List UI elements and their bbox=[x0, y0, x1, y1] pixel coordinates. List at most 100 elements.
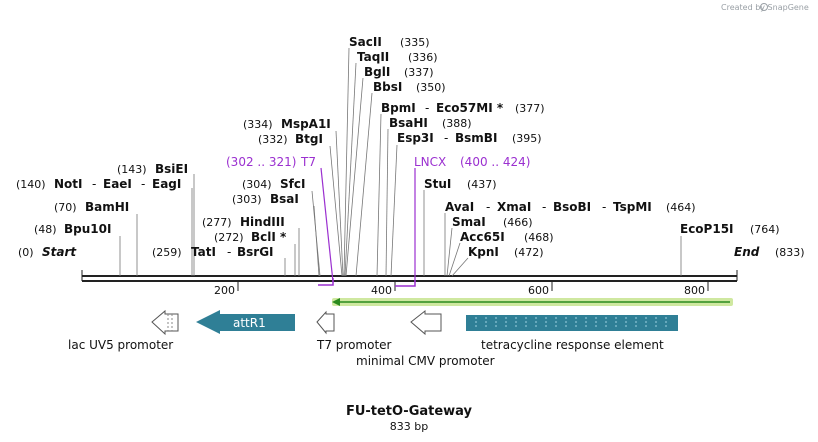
rect-mark bbox=[466, 315, 678, 331]
text-mark: (388) bbox=[442, 117, 472, 130]
text-mark: (277) bbox=[202, 216, 232, 229]
site-bcli: (272) BclI * bbox=[214, 230, 287, 244]
text-mark: TspMI bbox=[613, 200, 652, 214]
feature-minimal-cmv-promoter[interactable]: minimal CMV promoter bbox=[356, 309, 495, 368]
text-mark: EagI bbox=[152, 177, 181, 191]
text-mark: (437) bbox=[467, 178, 497, 191]
line-mark bbox=[335, 130, 344, 277]
site-end: End (833) bbox=[734, 245, 805, 259]
site-ecop15i: EcoP15I (764) bbox=[680, 222, 780, 236]
text-mark: BsaI bbox=[270, 192, 299, 206]
text-mark: lac UV5 promoter bbox=[68, 338, 173, 352]
text-mark: BtgI bbox=[295, 132, 323, 146]
polygon-mark bbox=[410, 309, 442, 336]
site-mspa1i: (334) MspA1I bbox=[243, 117, 331, 131]
text-mark: End bbox=[734, 245, 760, 259]
text-mark: - bbox=[602, 200, 606, 214]
line-mark bbox=[343, 47, 350, 277]
line-mark bbox=[345, 77, 364, 277]
snapgene-logo-icon bbox=[760, 3, 768, 11]
text-mark: BbsI bbox=[373, 80, 402, 94]
text-mark: EaeI bbox=[103, 177, 132, 191]
tick-label-200: 200 bbox=[214, 284, 235, 297]
text-mark: Bpu10I bbox=[64, 222, 111, 236]
text-mark: (140) bbox=[16, 178, 46, 191]
site-bgli: BglI (337) bbox=[364, 65, 434, 79]
text-mark: - bbox=[542, 200, 546, 214]
site-noti: (140) NotI - EaeI - EagI bbox=[16, 177, 181, 191]
line-mark bbox=[390, 144, 398, 277]
text-mark: (336) bbox=[408, 51, 438, 64]
text-mark: (332) bbox=[258, 133, 288, 146]
text-mark: (337) bbox=[404, 66, 434, 79]
line-mark bbox=[320, 167, 334, 283]
plasmid-title: FU-tetO-Gateway bbox=[346, 404, 473, 419]
site-bpu10i: (48) Bpu10I bbox=[34, 222, 111, 236]
text-mark: (377) bbox=[515, 102, 545, 115]
text-mark: (48) bbox=[34, 223, 57, 236]
text-mark: (304) bbox=[242, 178, 272, 191]
text-mark: TatI bbox=[191, 245, 216, 259]
text-mark: EcoP15I bbox=[680, 222, 734, 236]
primer-t7[interactable]: (302 .. 321) T7 bbox=[226, 155, 334, 286]
polygon-mark bbox=[316, 310, 335, 335]
line-mark bbox=[448, 242, 461, 277]
site-bsai: (303) BsaI bbox=[232, 192, 299, 206]
text-mark: SmaI bbox=[452, 215, 486, 229]
text-mark: (468) bbox=[524, 231, 554, 244]
text-mark: (259) bbox=[152, 246, 182, 259]
text-mark: BpmI bbox=[381, 101, 416, 115]
site-taqii: TaqII (336) bbox=[357, 50, 438, 64]
text-mark: (70) bbox=[54, 201, 77, 214]
text-mark: (472) bbox=[514, 246, 544, 259]
site-stui: StuI (437) bbox=[424, 177, 497, 191]
primer-lncx[interactable]: LNCX (400 .. 424) bbox=[395, 155, 530, 287]
tick-label-400: 400 bbox=[371, 284, 392, 297]
text-mark: Esp3I bbox=[397, 131, 434, 145]
text-mark: SfcI bbox=[280, 177, 305, 191]
line-mark bbox=[329, 145, 343, 277]
text-mark: (350) bbox=[416, 81, 446, 94]
text-mark: (833) bbox=[775, 246, 805, 259]
text-mark: (764) bbox=[750, 223, 780, 236]
polygon-mark bbox=[196, 310, 295, 334]
site-tati: (259) TatI - BsrGI bbox=[152, 245, 274, 259]
site-avai: AvaI - XmaI - BsoBI - TspMI (464) bbox=[445, 200, 696, 214]
text-mark: T7 promoter bbox=[316, 338, 392, 352]
feature-attr1[interactable]: attR1 bbox=[196, 310, 295, 334]
text-mark: (466) bbox=[503, 216, 533, 229]
snapgene-credit: Created by SnapGene bbox=[721, 3, 809, 12]
tick-label-600: 600 bbox=[528, 284, 549, 297]
text-mark: BsmBI bbox=[455, 131, 497, 145]
text-mark: AvaI bbox=[445, 200, 474, 214]
site-bsahi: BsaHI (388) bbox=[389, 116, 472, 130]
text-mark: (395) bbox=[512, 132, 542, 145]
site-sfci: (304) SfcI bbox=[242, 177, 305, 191]
text-mark: (272) bbox=[214, 231, 244, 244]
feature-tetracycline-response-element[interactable]: tetracycline response element bbox=[466, 315, 678, 352]
text-mark: BglI bbox=[364, 65, 390, 79]
text-mark: attR1 bbox=[233, 316, 266, 330]
text-mark: - bbox=[92, 177, 96, 191]
line-mark bbox=[311, 190, 321, 277]
text-mark: BsrGI bbox=[237, 245, 274, 259]
site-bpmi: BpmI - Eco57MI * (377) bbox=[381, 101, 545, 115]
site-sacii: SacII (335) bbox=[349, 35, 430, 49]
text-mark: tetracycline response element bbox=[481, 338, 664, 352]
text-mark: (400 .. 424) bbox=[460, 155, 530, 169]
site-bbsi: BbsI (350) bbox=[373, 80, 446, 94]
circle-mark bbox=[760, 3, 768, 11]
feature-t7-promoter[interactable]: T7 promoter bbox=[316, 310, 392, 352]
text-mark: NotI bbox=[54, 177, 83, 191]
site-acc65i: Acc65I (468) bbox=[460, 230, 554, 244]
feature-lac-uv5-promoter[interactable]: lac UV5 promoter bbox=[68, 309, 179, 352]
text-mark: (303) bbox=[232, 193, 262, 206]
plasmid-length: 833 bp bbox=[390, 420, 428, 433]
reverse-orf-arrow[interactable] bbox=[332, 298, 733, 306]
text-mark: (0) bbox=[18, 246, 34, 259]
site-hindiii: (277) HindIII bbox=[202, 215, 285, 229]
site-start: (0) Start bbox=[18, 245, 77, 259]
text-mark: MspA1I bbox=[281, 117, 331, 131]
polygon-mark bbox=[332, 298, 340, 306]
